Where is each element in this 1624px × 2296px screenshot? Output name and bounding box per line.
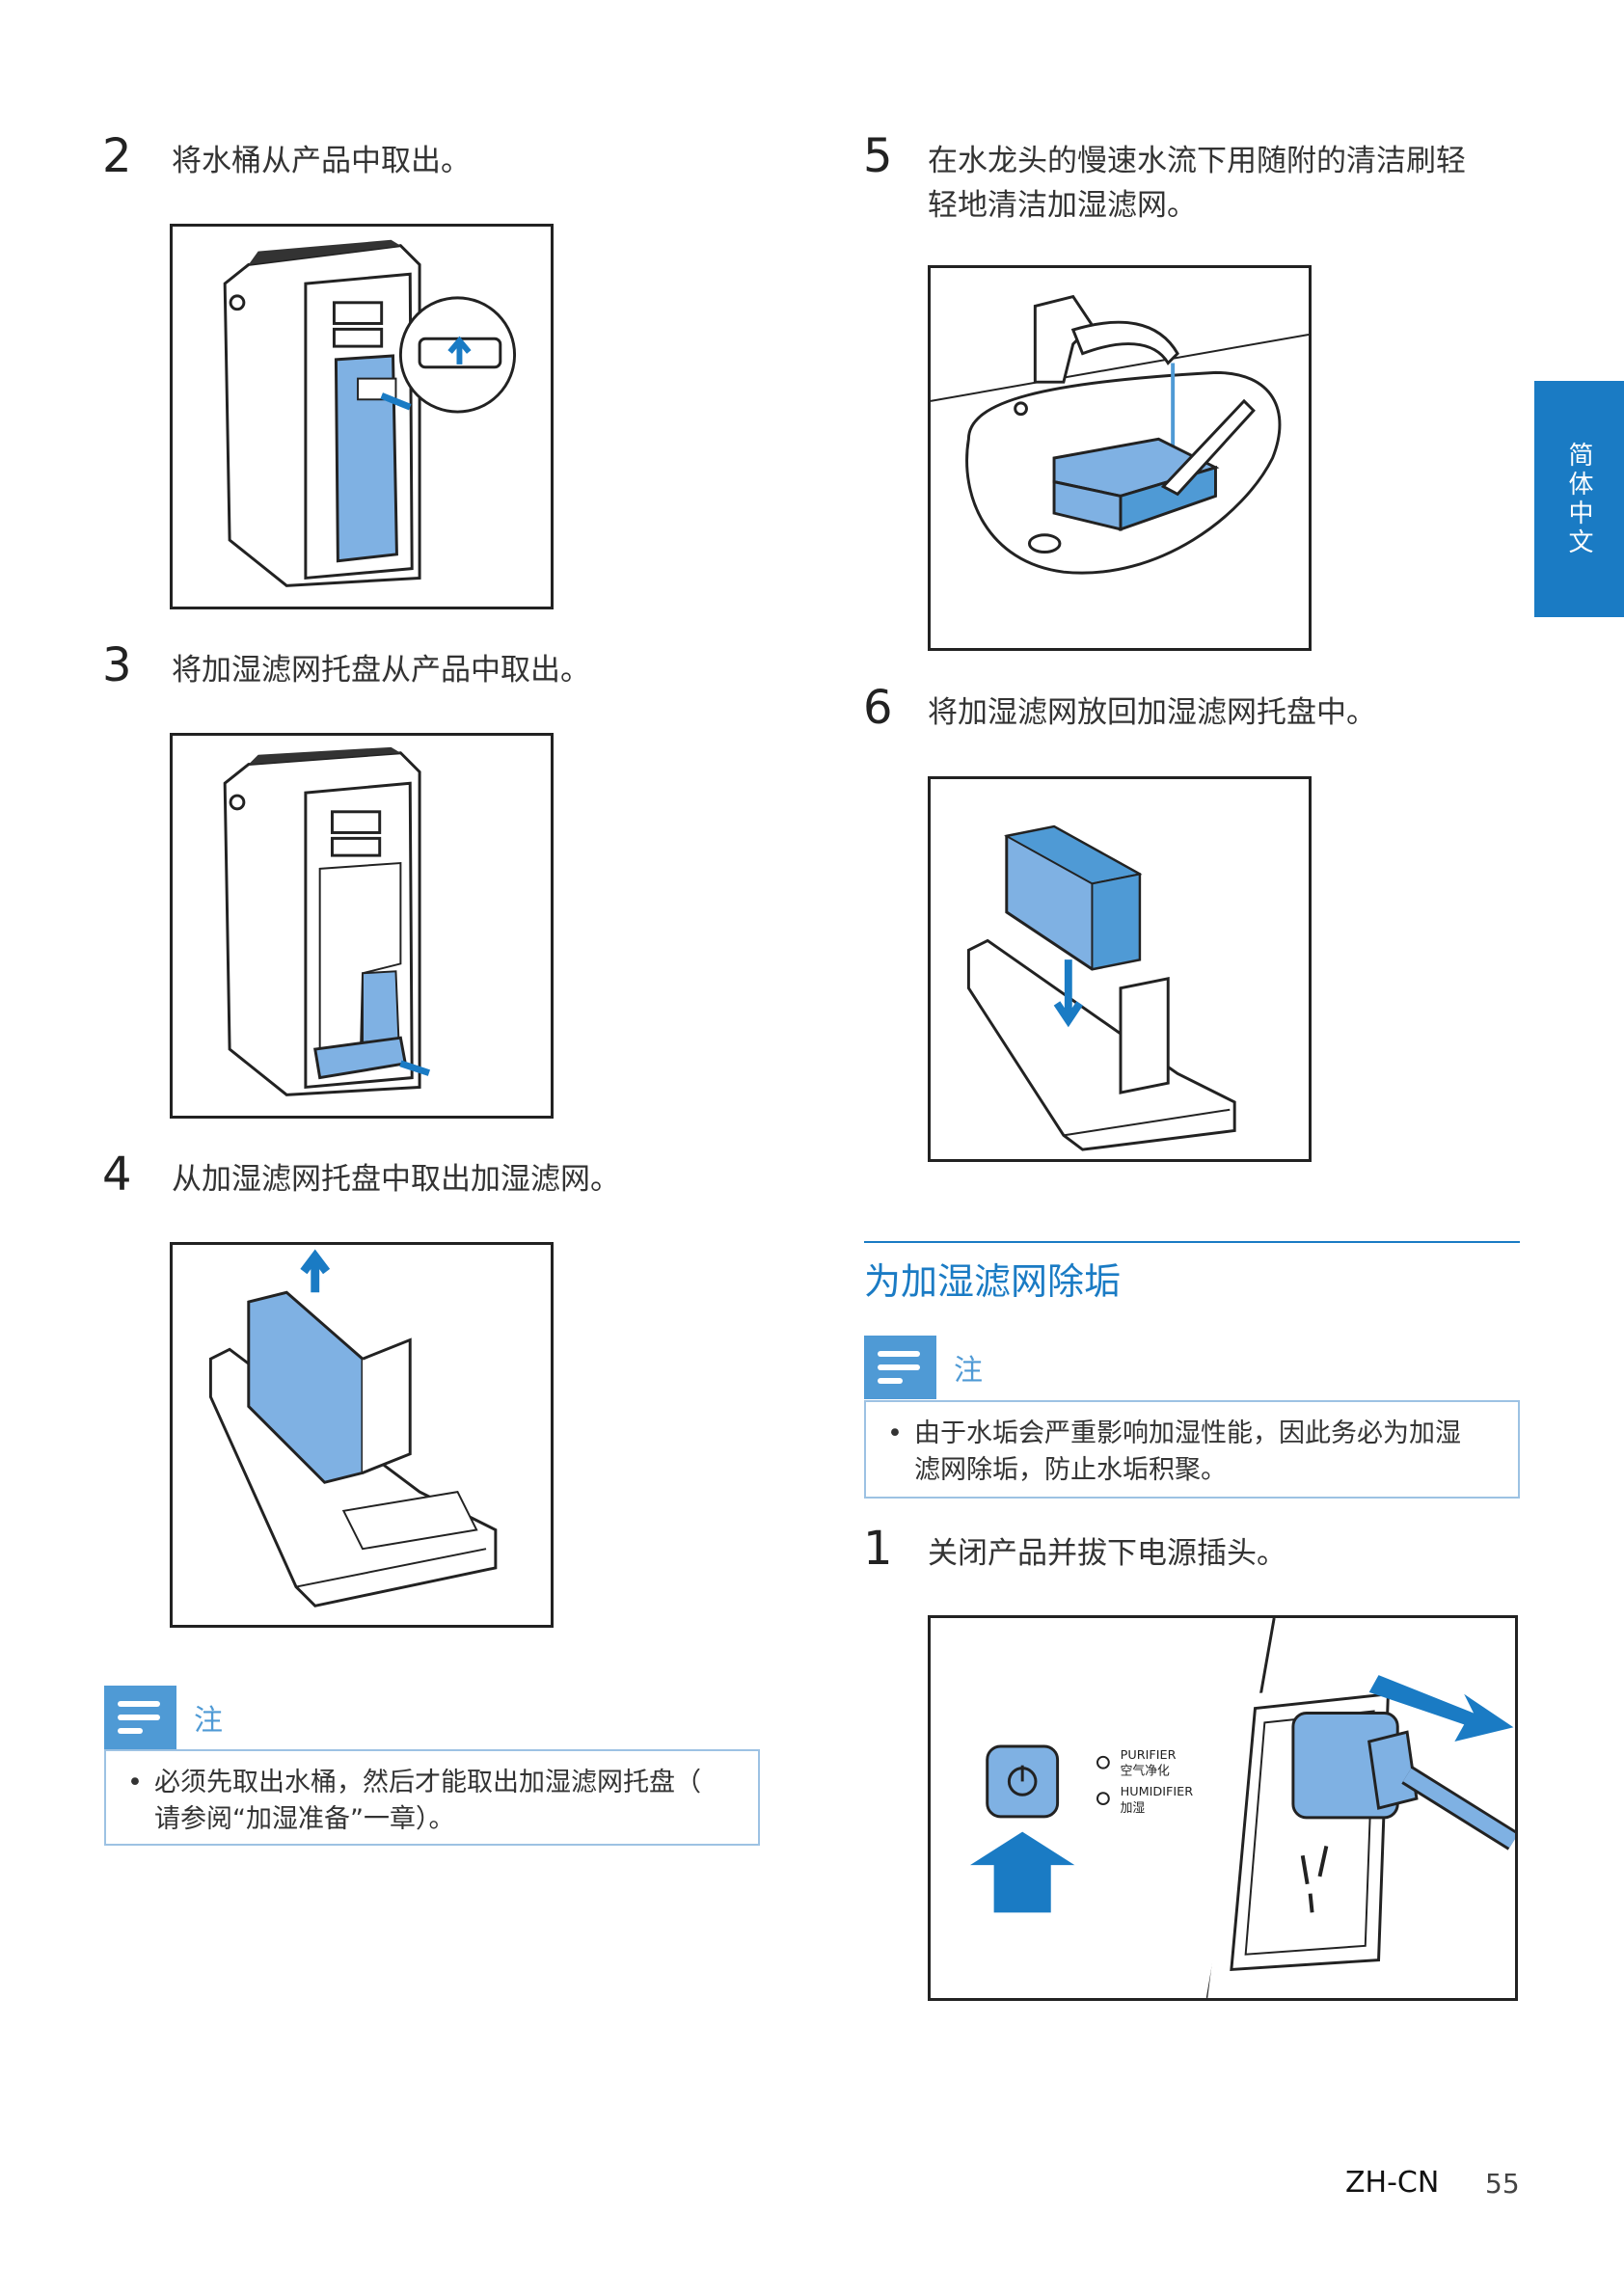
step-4-number: 4 [102, 1148, 132, 1202]
figure-switch-off-unplug: PURIFIER 空气净化 HUMIDIFIER 加湿 [928, 1615, 1518, 2001]
step-4-text: 从加湿滤网托盘中取出加湿滤网。 [172, 1162, 620, 1197]
step-3-text: 将加湿滤网托盘从产品中取出。 [172, 653, 590, 688]
note-right-text: • 由于水垢会严重影响加湿性能，因此务必为加湿滤网除垢，防止水垢积聚。 [887, 1416, 1501, 1489]
note-left-header: 注 [104, 1686, 223, 1749]
note-icon [864, 1336, 936, 1399]
note-right-bullet: • [887, 1418, 903, 1448]
note-right-line2: 滤网除垢，防止水垢积聚。 [914, 1455, 1227, 1485]
footer-language: ZH-CN [1345, 2166, 1440, 2200]
figure-remove-filter-tray [170, 733, 554, 1119]
step-5-line2: 轻地清洁加湿滤网。 [928, 188, 1197, 223]
humidifier-label-en: HUMIDIFIER [1121, 1785, 1194, 1799]
note-right-header: 注 [864, 1336, 983, 1399]
note-right-box: • 由于水垢会严重影响加湿性能，因此务必为加湿滤网除垢，防止水垢积聚。 [864, 1400, 1520, 1499]
note-icon [104, 1686, 176, 1749]
section-rule [864, 1241, 1520, 1243]
figure-remove-humidification-filter [170, 1242, 554, 1628]
step-2-number: 2 [102, 129, 132, 183]
figure-remove-water-tank [170, 224, 554, 609]
section-title-descale: 为加湿滤网除垢 [864, 1260, 1122, 1303]
step-5-line1: 在水龙头的慢速水流下用随附的清洁刷轻 [928, 144, 1466, 178]
note-left-label: 注 [194, 1704, 223, 1738]
note-left-bullet: • [127, 1768, 143, 1797]
step-1-text: 关闭产品并拔下电源插头。 [928, 1536, 1286, 1571]
purifier-label-en: PURIFIER [1121, 1748, 1177, 1763]
step-5-number: 5 [863, 129, 893, 183]
note-left-line2: 请参阅“加湿准备”一章）。 [154, 1804, 455, 1834]
step-6-text: 将加湿滤网放回加湿滤网托盘中。 [928, 695, 1376, 730]
step-1-number: 1 [863, 1522, 893, 1576]
purifier-label-zh: 空气净化 [1121, 1764, 1170, 1779]
figure-replace-filter-in-tray [928, 776, 1312, 1162]
note-left-text: • 必须先取出水桶，然后才能取出加湿滤网托盘（ 请参阅“加湿准备”一章）。 [127, 1765, 741, 1838]
step-3-number: 3 [102, 638, 132, 692]
humidifier-label-zh: 加湿 [1121, 1801, 1146, 1816]
step-2-text: 将水桶从产品中取出。 [172, 144, 471, 178]
note-left-line1: 必须先取出水桶，然后才能取出加湿滤网托盘（ [154, 1768, 701, 1797]
note-right-label: 注 [954, 1354, 983, 1388]
step-6-number: 6 [863, 681, 893, 735]
language-tab: 简体中文 [1534, 381, 1624, 617]
figure-clean-filter-under-tap [928, 265, 1312, 651]
language-tab-label: 简体中文 [1564, 441, 1593, 557]
note-right-line1: 由于水垢会严重影响加湿性能，因此务必为加湿 [914, 1418, 1461, 1448]
footer-page-number: 55 [1485, 2168, 1520, 2200]
note-left-box: • 必须先取出水桶，然后才能取出加湿滤网托盘（ 请参阅“加湿准备”一章）。 [104, 1749, 760, 1846]
